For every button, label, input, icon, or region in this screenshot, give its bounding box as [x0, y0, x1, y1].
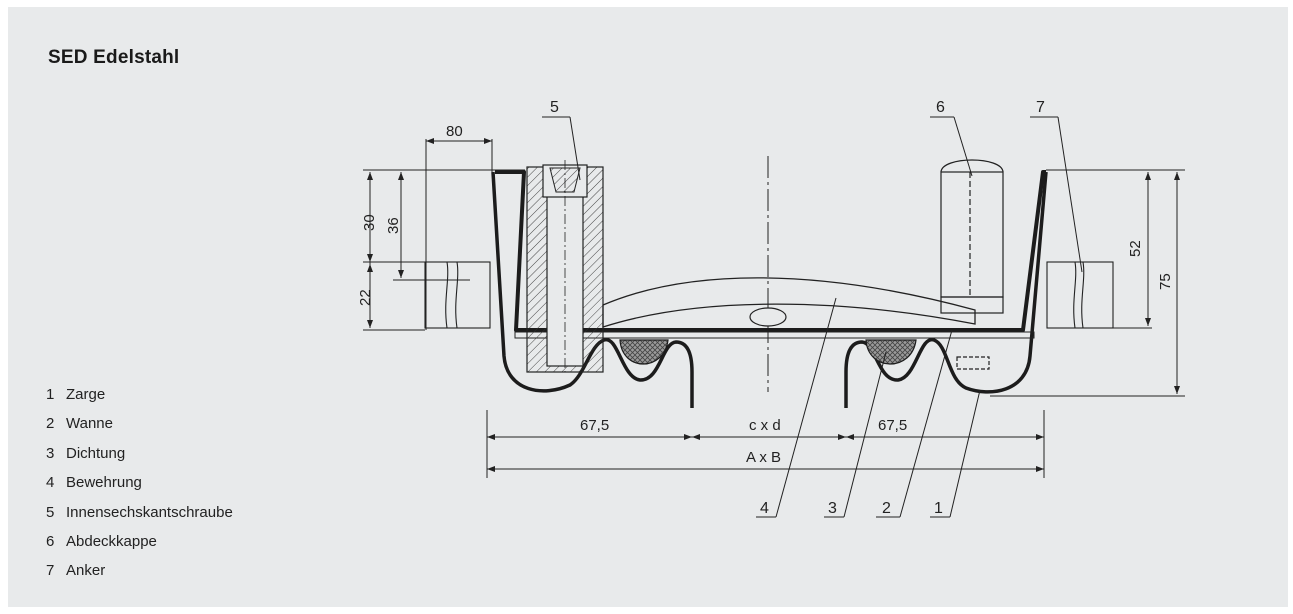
legend-label: Bewehrung	[66, 474, 142, 492]
callout-7: 7	[1036, 99, 1045, 116]
dim-67-5-right: 67,5	[878, 417, 907, 434]
callout-6: 6	[936, 99, 945, 116]
legend-label: Zarge	[66, 386, 106, 403]
anchor-right	[1046, 261, 1114, 329]
callout-5: 5	[550, 99, 559, 116]
callout-4: 4	[760, 500, 769, 517]
seal-left	[619, 339, 669, 365]
legend-item-wanne: 2 Wanne	[46, 415, 233, 444]
screw-innensechskant	[526, 160, 604, 373]
callout-2: 2	[882, 500, 891, 517]
legend-item-abdeckkappe: 6 Abdeckkappe	[46, 533, 233, 562]
dim-30: 30	[361, 214, 378, 231]
tray-wanne-right	[844, 171, 1048, 408]
legend-number: 6	[46, 532, 55, 550]
dimension-arrows	[367, 138, 1180, 472]
dim-22: 22	[357, 289, 374, 306]
dim-80: 80	[446, 123, 463, 140]
callout-1: 1	[934, 500, 943, 517]
legend-number: 7	[46, 562, 55, 580]
anchor-left	[424, 261, 491, 329]
legend-number: 3	[46, 444, 55, 462]
dim-52: 52	[1127, 240, 1144, 257]
parts-legend: 1 Zarge 2 Wanne 3 Dichtung 4 Bewehrung 5 Inne…	[46, 386, 233, 592]
page-title: SED Edelstahl	[48, 47, 180, 68]
legend-item-bewehrung: 4 Bewehrung	[46, 474, 233, 503]
dim-a-x-b: A x B	[746, 449, 781, 466]
dimension-lines	[363, 139, 1185, 478]
dim-75: 75	[1157, 273, 1174, 290]
callout-3: 3	[828, 500, 837, 517]
legend-number: 4	[46, 474, 55, 492]
tray-wanne	[491, 171, 694, 408]
seal-right	[865, 339, 917, 365]
dim-c-x-d: c x d	[749, 417, 781, 434]
reinforcement-bewehrung	[602, 277, 976, 328]
legend-item-anker: 7 Anker	[46, 562, 233, 591]
dim-67-5-left: 67,5	[580, 417, 609, 434]
legend-item-dichtung: 3 Dichtung	[46, 445, 233, 474]
legend-number: 2	[46, 415, 55, 433]
reinforcement-bolt	[749, 307, 787, 327]
legend-label: Anker	[66, 562, 106, 580]
legend-number: 5	[46, 503, 55, 521]
legend-label: Dichtung	[66, 444, 126, 462]
legend-number: 1	[46, 386, 55, 403]
legend-label: Innensechskantschraube	[66, 503, 233, 521]
legend-label: Abdeckkappe	[66, 532, 157, 550]
cover-cap-abdeckkappe	[940, 159, 1004, 370]
callout-leaders	[542, 116, 1083, 518]
dim-36: 36	[385, 217, 402, 234]
base-bar	[514, 331, 1035, 339]
legend-item-schraube: 5 Innensechskantschraube	[46, 504, 233, 533]
legend-label: Wanne	[66, 415, 113, 433]
legend-item-zarge: 1 Zarge	[46, 386, 233, 415]
